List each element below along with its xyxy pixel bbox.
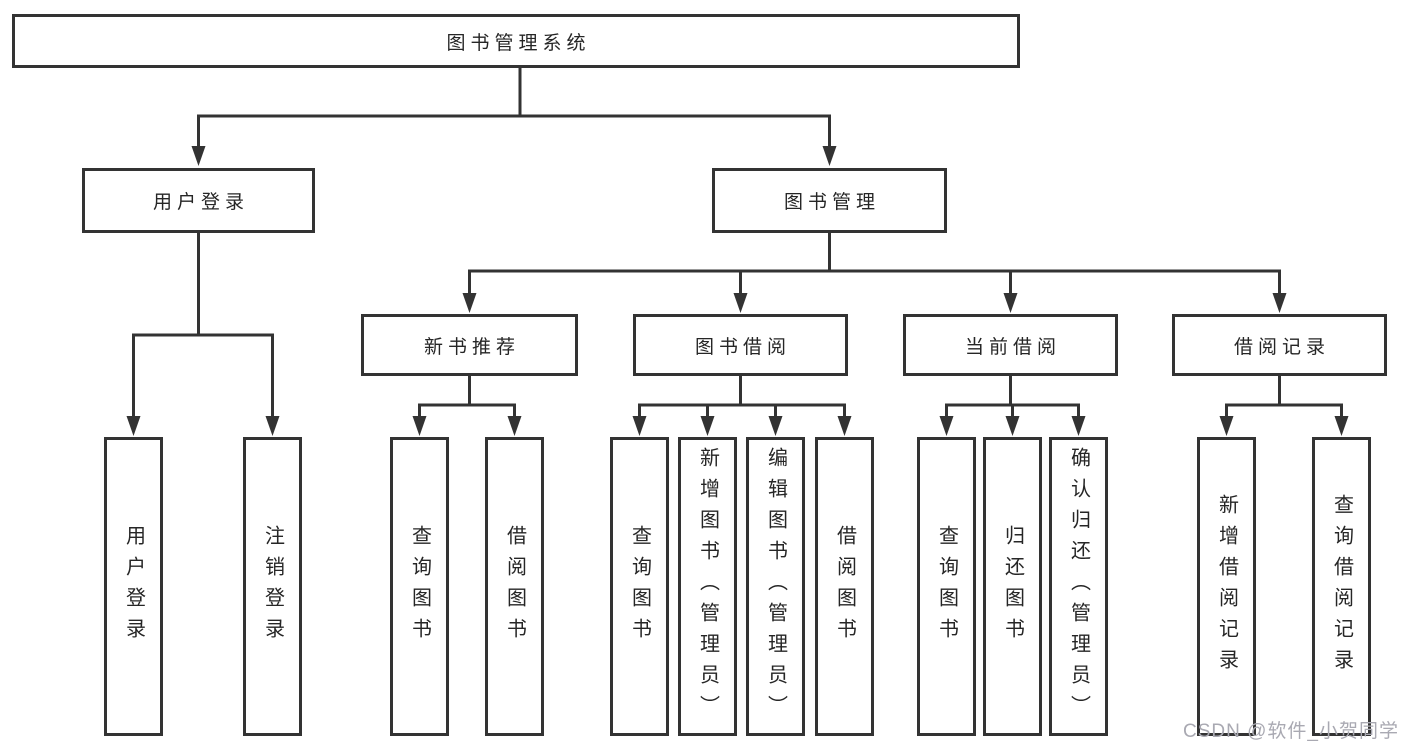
node-label: 用户登录 xyxy=(152,192,249,213)
arrow-down-icon xyxy=(837,416,852,436)
node-leaf-edit-book-admin: 编辑图书（管理员） xyxy=(746,437,805,736)
node-leaf-logout: 注销登录 xyxy=(243,437,302,736)
node-label: 借阅图书 xyxy=(503,524,526,649)
node-label: 新书推荐 xyxy=(423,336,520,358)
node-leaf-borrow-book-1: 借阅图书 xyxy=(485,437,544,736)
node-label: 借阅图书 xyxy=(833,524,856,649)
node-borrowing-records: 借阅记录 xyxy=(1172,314,1387,376)
arrow-down-icon xyxy=(1005,416,1020,436)
node-leaf-user-login: 用户登录 xyxy=(104,437,163,736)
node-leaf-return-book: 归还图书 xyxy=(983,437,1042,736)
node-user-login: 用户登录 xyxy=(82,168,315,233)
arrow-down-icon xyxy=(265,416,280,436)
node-leaf-query-book-2: 查询图书 xyxy=(610,437,669,736)
node-label: 当前借阅 xyxy=(964,336,1061,358)
arrow-down-icon xyxy=(126,416,141,436)
node-label: 借阅记录 xyxy=(1233,336,1330,358)
node-library-management-system: 图书管理系统 xyxy=(12,14,1020,68)
node-label: 查询借阅记录 xyxy=(1330,493,1353,680)
node-label: 图书管理 xyxy=(783,192,880,213)
arrow-down-icon xyxy=(412,416,427,436)
arrow-down-icon xyxy=(632,416,647,436)
node-label: 新增借阅记录 xyxy=(1215,493,1238,680)
node-label: 注销登录 xyxy=(261,524,284,649)
arrow-down-icon xyxy=(1272,293,1287,313)
node-new-book-recommend: 新书推荐 xyxy=(361,314,578,376)
arrow-down-icon xyxy=(1334,416,1349,436)
node-leaf-query-book-1: 查询图书 xyxy=(390,437,449,736)
node-label: 归还图书 xyxy=(1001,524,1024,649)
node-label: 确认归还（管理员） xyxy=(1067,447,1090,726)
arrow-down-icon xyxy=(1219,416,1234,436)
arrow-down-icon xyxy=(768,416,783,436)
node-book-management: 图书管理 xyxy=(712,168,947,233)
node-label: 用户登录 xyxy=(122,524,145,649)
elbow-connectors xyxy=(132,68,1343,418)
arrow-down-icon xyxy=(733,293,748,313)
arrow-down-icon xyxy=(939,416,954,436)
node-label: 编辑图书（管理员） xyxy=(764,447,787,726)
arrow-heads xyxy=(126,146,1349,436)
arrow-down-icon xyxy=(191,146,206,166)
node-leaf-add-borrow-record: 新增借阅记录 xyxy=(1197,437,1256,736)
node-label: 查询图书 xyxy=(408,524,431,649)
node-leaf-borrow-book-2: 借阅图书 xyxy=(815,437,874,736)
node-leaf-query-book-3: 查询图书 xyxy=(917,437,976,736)
arrow-down-icon xyxy=(822,146,837,166)
arrow-down-icon xyxy=(1071,416,1086,436)
arrow-down-icon xyxy=(507,416,522,436)
node-label: 新增图书（管理员） xyxy=(696,447,719,726)
node-label: 图书管理系统 xyxy=(446,32,591,54)
node-label: 查询图书 xyxy=(628,524,651,649)
node-label: 图书借阅 xyxy=(694,336,791,358)
node-label: 查询图书 xyxy=(935,524,958,649)
arrow-down-icon xyxy=(700,416,715,436)
node-current-borrowing: 当前借阅 xyxy=(903,314,1118,376)
node-leaf-add-book-admin: 新增图书（管理员） xyxy=(678,437,737,736)
node-leaf-confirm-return-admin: 确认归还（管理员） xyxy=(1049,437,1108,736)
arrow-down-icon xyxy=(462,293,477,313)
csdn-watermark: CSDN @软件_小贺同学 xyxy=(1183,721,1399,742)
node-leaf-query-borrow-record: 查询借阅记录 xyxy=(1312,437,1371,736)
arrow-down-icon xyxy=(1003,293,1018,313)
node-book-borrowing: 图书借阅 xyxy=(633,314,848,376)
